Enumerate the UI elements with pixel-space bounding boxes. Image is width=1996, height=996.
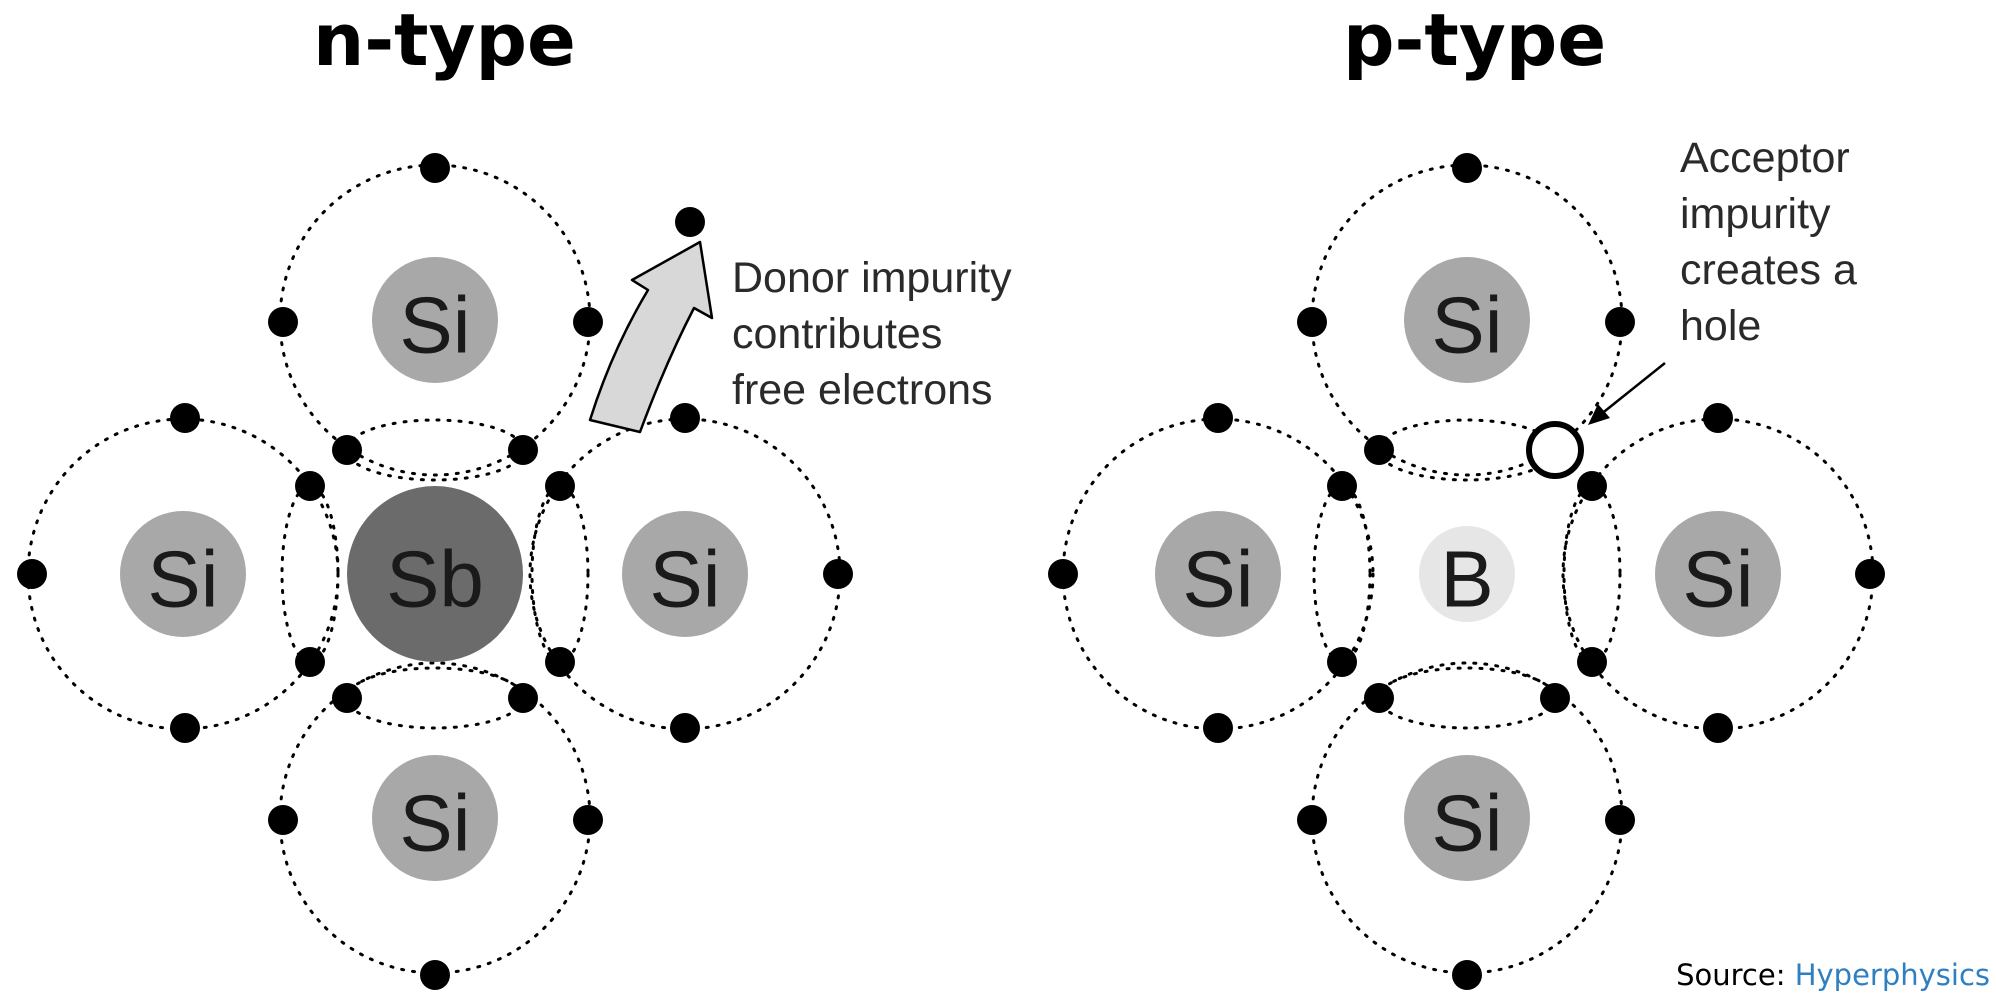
silicon-atom-left: Si — [1155, 511, 1281, 637]
electron — [1327, 471, 1357, 501]
electron — [170, 713, 200, 743]
donor-line-2: contributes — [732, 310, 942, 358]
atom-label: Si — [1682, 535, 1753, 624]
electron — [1203, 403, 1233, 433]
electron — [1452, 153, 1482, 183]
electron — [295, 647, 325, 677]
atom-label: Si — [399, 779, 470, 868]
electron — [1327, 647, 1357, 677]
electron — [1297, 805, 1327, 835]
bond-orbit-right — [530, 484, 590, 664]
source-credit: Source: Hyperphysics — [1676, 958, 1990, 992]
electron — [1577, 471, 1607, 501]
p-type-title: p-type — [1343, 0, 1607, 82]
bond-orbit-left — [280, 484, 340, 664]
silicon-atom-top: Si — [1404, 257, 1530, 383]
acceptor-line-4: hole — [1680, 302, 1761, 350]
source-label: Source: — [1676, 958, 1786, 992]
n-type-title: n-type — [313, 0, 576, 82]
atom-label: Si — [1431, 281, 1502, 370]
electron — [573, 805, 603, 835]
electron — [1364, 435, 1394, 465]
electron — [1048, 559, 1078, 589]
electron — [17, 559, 47, 589]
electron — [170, 403, 200, 433]
atom-label: Si — [1182, 535, 1253, 624]
electron — [1203, 713, 1233, 743]
electron — [508, 435, 538, 465]
donor-annotation: Donor impurity contributes free electron… — [732, 254, 1024, 414]
electron — [1605, 805, 1635, 835]
silicon-atom-right: Si — [1655, 511, 1781, 637]
bond-orbit-right — [1562, 484, 1622, 664]
electron — [268, 307, 298, 337]
silicon-atom-left: Si — [120, 511, 246, 637]
electron — [295, 471, 325, 501]
bond-orbit-top — [345, 418, 525, 482]
donor-line-1: Donor impurity — [732, 254, 1012, 302]
silicon-atom-right: Si — [622, 511, 748, 637]
hole — [1526, 421, 1584, 479]
pointer-arrow-icon — [1588, 404, 1610, 425]
electron — [508, 683, 538, 713]
free-electron — [675, 207, 705, 237]
atom-label: Si — [147, 535, 218, 624]
n-type-lattice: Si Si Si Si Sb — [17, 153, 1024, 990]
silicon-atom-bottom: Si — [372, 755, 498, 881]
electron — [1297, 307, 1327, 337]
antimony-atom: Sb — [347, 486, 523, 662]
acceptor-annotation: Acceptor impurity creates a hole — [1680, 134, 1869, 350]
electron — [1540, 683, 1570, 713]
acceptor-line-3: creates a — [1680, 246, 1857, 294]
electron — [1703, 403, 1733, 433]
electron — [1577, 647, 1607, 677]
electron — [268, 805, 298, 835]
pointer-arrow-line — [1599, 362, 1666, 416]
atom-label: Si — [399, 281, 470, 370]
donor-line-3: free electrons — [732, 366, 993, 414]
p-type-lattice: Si Si Si Si B — [1048, 134, 1885, 990]
electron — [420, 153, 450, 183]
electron — [1452, 960, 1482, 990]
silicon-atom-bottom: Si — [1404, 755, 1530, 881]
electron — [1605, 307, 1635, 337]
electron — [670, 403, 700, 433]
atom-label: Si — [1431, 779, 1502, 868]
electron — [1364, 683, 1394, 713]
electron — [823, 559, 853, 589]
silicon-atom-top: Si — [372, 257, 498, 383]
electron — [545, 471, 575, 501]
bond-orbit-left — [1312, 484, 1372, 664]
atom-label: Si — [649, 535, 720, 624]
atom-label: B — [1440, 535, 1493, 624]
acceptor-line-2: impurity — [1680, 190, 1831, 238]
electron — [1855, 559, 1885, 589]
electron — [573, 307, 603, 337]
electron — [545, 647, 575, 677]
electron — [1703, 713, 1733, 743]
acceptor-line-1: Acceptor — [1680, 134, 1850, 182]
boron-atom: B — [1419, 526, 1515, 624]
electron — [670, 713, 700, 743]
electron — [420, 960, 450, 990]
electron — [332, 683, 362, 713]
atom-label: Sb — [386, 535, 484, 624]
electron — [332, 435, 362, 465]
source-link[interactable]: Hyperphysics — [1794, 958, 1990, 992]
curved-arrow-icon — [588, 240, 714, 434]
